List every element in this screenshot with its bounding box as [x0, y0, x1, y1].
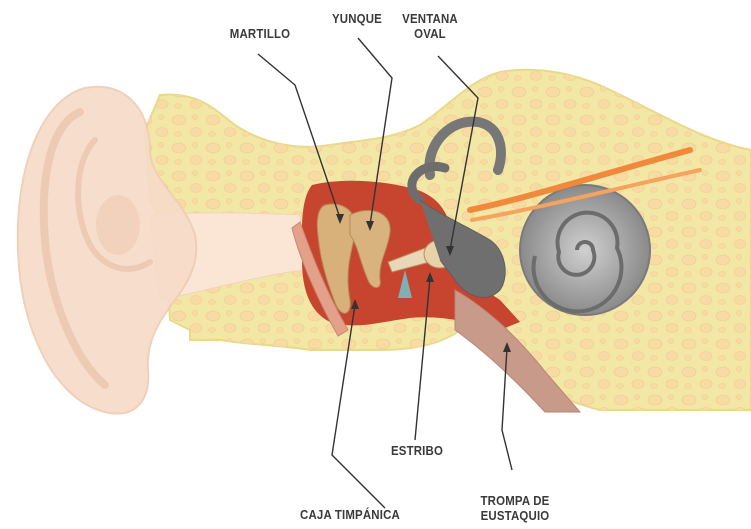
label-yunque: YUNQUE	[326, 11, 388, 26]
label-caja-timpanica: CAJA TIMPÁNICA	[297, 507, 403, 522]
label-ventana-oval: VENTANA OVAL	[397, 11, 464, 41]
label-estribo: ESTRIBO	[384, 443, 449, 458]
label-ventana-line2: OVAL	[397, 26, 464, 41]
label-ventana-line1: VENTANA	[397, 11, 464, 26]
label-trompa-line2: EUSTAQUIO	[471, 508, 559, 523]
label-trompa-line1: TROMPA DE	[471, 493, 559, 508]
label-trompa-eustaquio: TROMPA DE EUSTAQUIO	[471, 493, 559, 523]
label-martillo: MARTILLO	[227, 26, 294, 41]
